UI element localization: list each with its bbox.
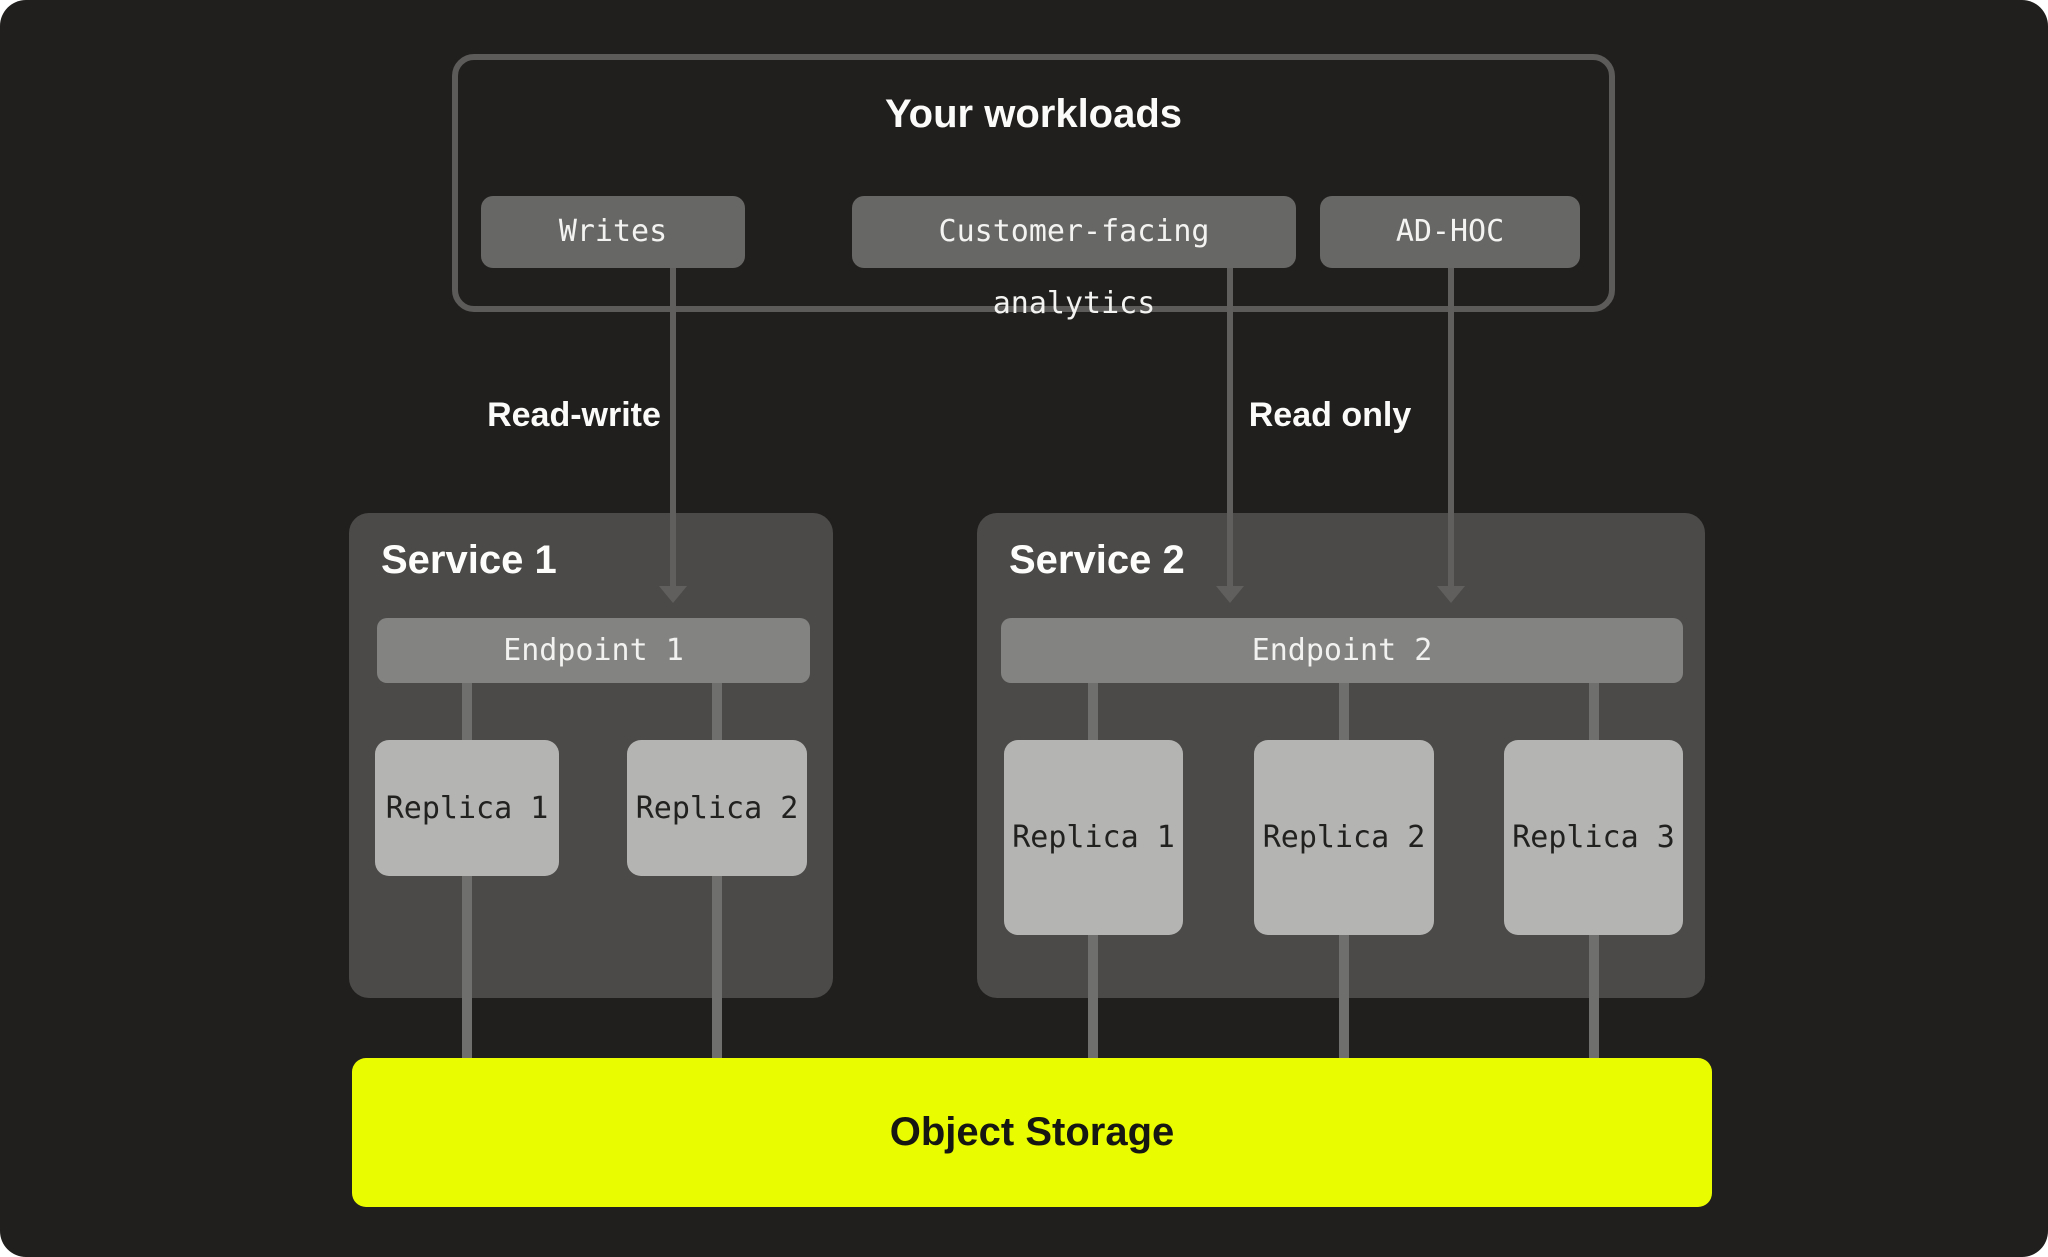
arrow-adhoc-to-endpoint2 — [1448, 268, 1454, 586]
endpoint2-node: Endpoint 2 — [1001, 618, 1683, 683]
service1-title: Service 1 — [381, 538, 557, 582]
service2-replica3-node: Replica 3 — [1504, 740, 1683, 935]
connector-s2-replica2-storage — [1339, 935, 1349, 1058]
workloads-group-box — [452, 54, 1615, 312]
connector-s1-replica1-storage — [462, 876, 472, 1058]
workloads-title: Your workloads — [884, 92, 1183, 136]
connector-s2-replica3-storage — [1589, 935, 1599, 1058]
read-only-label: Read only — [1248, 396, 1412, 434]
workload-node-writes: Writes — [481, 196, 745, 268]
arrowhead-writes-to-endpoint1 — [659, 586, 687, 603]
service1-replica2-node: Replica 2 — [627, 740, 807, 876]
read-write-label: Read-write — [487, 396, 661, 434]
object-storage-node: Object Storage — [352, 1058, 1712, 1207]
connector-endpoint2-replica3 — [1589, 683, 1599, 740]
connector-endpoint1-replica1 — [462, 683, 472, 740]
arrowhead-analytics-to-endpoint2 — [1216, 586, 1244, 603]
arrowhead-adhoc-to-endpoint2 — [1437, 586, 1465, 603]
connector-endpoint2-replica2 — [1339, 683, 1349, 740]
arrow-analytics-to-endpoint2 — [1227, 268, 1233, 586]
service2-replica1-node: Replica 1 — [1004, 740, 1183, 935]
service2-title: Service 2 — [1009, 538, 1185, 582]
connector-s1-replica2-storage — [712, 876, 722, 1058]
connector-s2-replica1-storage — [1088, 935, 1098, 1058]
endpoint1-node: Endpoint 1 — [377, 618, 810, 683]
workload-node-customer-facing-analytics: Customer-facing analytics — [852, 196, 1296, 321]
workload-node-ad-hoc: AD-HOC — [1320, 196, 1580, 268]
arrow-writes-to-endpoint1 — [670, 268, 676, 586]
service1-replica1-node: Replica 1 — [375, 740, 559, 876]
service2-replica2-node: Replica 2 — [1254, 740, 1434, 935]
connector-endpoint2-replica1 — [1088, 683, 1098, 740]
connector-endpoint1-replica2 — [712, 683, 722, 740]
